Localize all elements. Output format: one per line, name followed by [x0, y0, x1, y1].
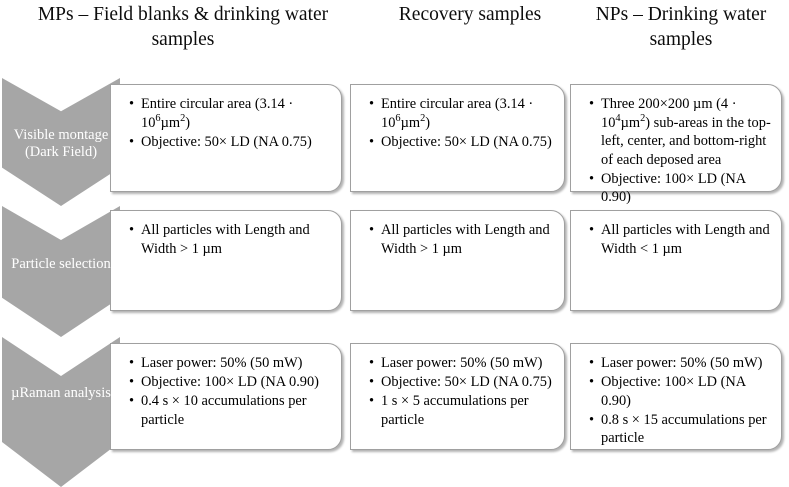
bullet-item: Objective: 50× LD (NA 0.75)	[129, 133, 331, 152]
cell-particle-selection-mps: All particles with Length and Width > 1 …	[110, 210, 342, 311]
cell-uraman-analysis-recovery: Laser power: 50% (50 mW)Objective: 50× L…	[350, 343, 565, 450]
bullet-list: Laser power: 50% (50 mW)Objective: 100× …	[587, 354, 771, 448]
bullet-list: All particles with Length and Width > 1 …	[367, 221, 554, 258]
cell-visible-montage-nps: Three 200×200 µm (4 · 104µm2) sub-areas …	[570, 84, 782, 205]
stage-label-uraman-analysis: µRaman analysis	[11, 385, 111, 401]
column-header-recovery: Recovery samples	[398, 4, 542, 25]
bullet-item: Three 200×200 µm (4 · 104µm2) sub-areas …	[589, 95, 771, 169]
bullet-item: All particles with Length and Width > 1 …	[129, 221, 331, 258]
bullet-item: Objective: 100× LD (NA 0.90)	[589, 170, 771, 207]
cell-visible-montage-mps: Entire circular area (3.14 · 106µm2)Obje…	[110, 84, 342, 192]
bullet-item: 1 s × 5 accumulations per particle	[369, 392, 554, 429]
bullet-list: All particles with Length and Width > 1 …	[127, 221, 331, 258]
bullet-list: Laser power: 50% (50 mW)Objective: 100× …	[127, 354, 331, 429]
stage-chevron-uraman-analysis: µRaman analysis	[2, 337, 120, 487]
bullet-item: Objective: 100× LD (NA 0.90)	[589, 373, 771, 410]
stage-label-particle-selection: Particle selection	[11, 256, 111, 272]
chevron-arrow-icon	[2, 337, 120, 487]
bullet-item: Objective: 50× LD (NA 0.75)	[369, 373, 554, 392]
column-headers: MPs – Field blanks & drinking water samp…	[0, 0, 789, 72]
bullet-item: All particles with Length and Width < 1 …	[589, 221, 771, 258]
bullet-item: Laser power: 50% (50 mW)	[369, 354, 554, 373]
stage-chevron-visible-montage: Visible montage (Dark Field)	[2, 78, 120, 206]
bullet-list: Entire circular area (3.14 · 106µm2)Obje…	[127, 95, 331, 151]
bullet-item: Objective: 50× LD (NA 0.75)	[369, 133, 554, 152]
column-header-nps: NPs – Drinking water samples	[595, 4, 767, 50]
process-row-particle-selection: Particle selection All particles with Le…	[0, 206, 789, 337]
bullet-item: Laser power: 50% (50 mW)	[129, 354, 331, 373]
bullet-item: 0.8 s × 15 accumulations per particle	[589, 411, 771, 448]
cell-particle-selection-recovery: All particles with Length and Width > 1 …	[350, 210, 565, 311]
bullet-item: Laser power: 50% (50 mW)	[589, 354, 771, 373]
bullet-list: All particles with Length and Width < 1 …	[587, 221, 771, 258]
bullet-item: Entire circular area (3.14 · 106µm2)	[369, 95, 554, 132]
bullet-list: Entire circular area (3.14 · 106µm2)Obje…	[367, 95, 554, 151]
cell-particle-selection-nps: All particles with Length and Width < 1 …	[570, 210, 782, 311]
cell-uraman-analysis-mps: Laser power: 50% (50 mW)Objective: 100× …	[110, 343, 342, 450]
bullet-item: Objective: 100× LD (NA 0.90)	[129, 373, 331, 392]
stage-chevron-particle-selection: Particle selection	[2, 206, 120, 337]
bullet-item: Entire circular area (3.14 · 106µm2)	[129, 95, 331, 132]
bullet-list: Laser power: 50% (50 mW)Objective: 50× L…	[367, 354, 554, 429]
bullet-list: Three 200×200 µm (4 · 104µm2) sub-areas …	[587, 95, 771, 207]
stage-label-visible-montage: Visible montage (Dark Field)	[13, 127, 109, 160]
cell-visible-montage-recovery: Entire circular area (3.14 · 106µm2)Obje…	[350, 84, 565, 192]
bullet-item: All particles with Length and Width > 1 …	[369, 221, 554, 258]
process-row-uraman-analysis: µRaman analysis Laser power: 50% (50 mW)…	[0, 337, 789, 487]
cell-uraman-analysis-nps: Laser power: 50% (50 mW)Objective: 100× …	[570, 343, 782, 450]
column-header-mps: MPs – Field blanks & drinking water samp…	[37, 4, 329, 50]
process-row-visible-montage: Visible montage (Dark Field) Entire circ…	[0, 78, 789, 206]
bullet-item: 0.4 s × 10 accumulations per particle	[129, 392, 331, 429]
